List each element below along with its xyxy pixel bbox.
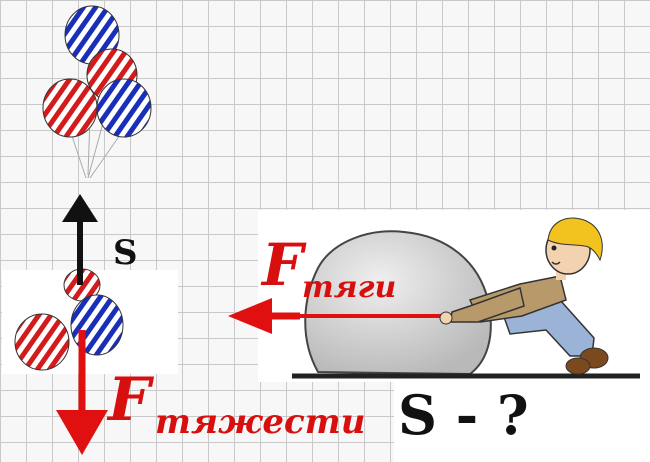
question-label: S - ? [398,383,529,447]
traction-arrow [228,298,300,334]
gravity-force-subscript: тяжести [155,402,366,442]
balloon-cluster-top-icon [42,5,152,179]
displacement-arrow [62,194,98,285]
pulling-man-icon [439,217,609,375]
displacement-label: S [113,233,138,273]
question-panel [394,378,650,462]
traction-force-symbol: F [262,231,304,299]
gravity-force-symbol: F [108,365,151,435]
boulder-icon [304,230,492,376]
gravity-arrow [56,330,108,455]
traction-force-subscript: тяги [302,270,397,305]
